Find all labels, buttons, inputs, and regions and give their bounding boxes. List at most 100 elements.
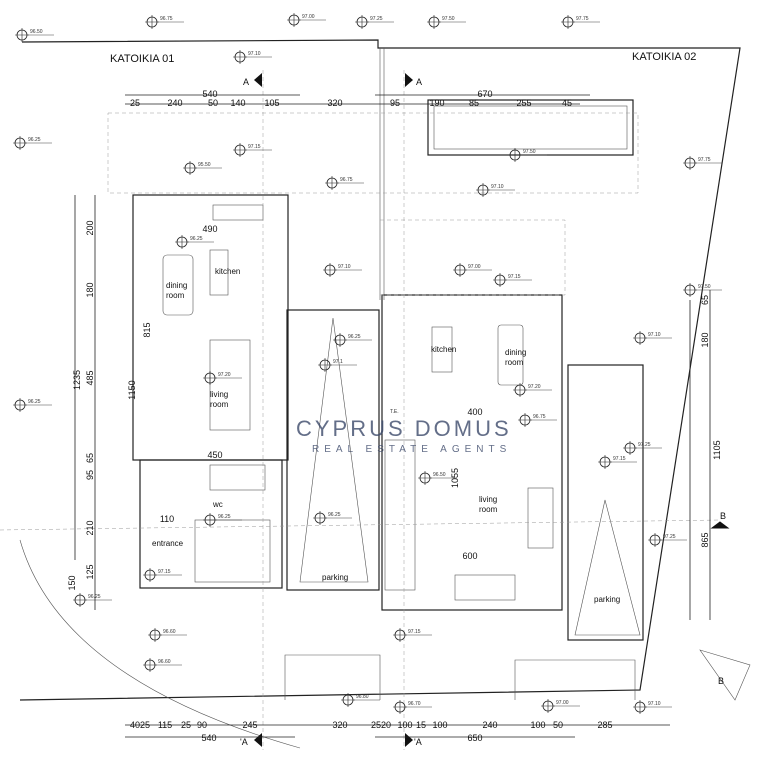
- elevation-value: 96.80: [356, 694, 369, 700]
- elevation-value: 97.10: [491, 184, 504, 190]
- parking-2-area: [567, 364, 644, 641]
- crosshair-icon: [323, 263, 337, 277]
- dimension-value: 95: [390, 98, 400, 108]
- crosshair-icon: [203, 513, 217, 527]
- elevation-marker: 97.15: [233, 143, 272, 157]
- dimension-value: 285: [597, 720, 612, 730]
- dimension-value: 485: [85, 370, 95, 385]
- section-arrow-icon: [710, 521, 730, 529]
- crosshair-icon: [287, 13, 301, 27]
- elevation-value: 97.50: [523, 149, 536, 155]
- elevation-marker: 97.50: [508, 148, 547, 162]
- elevation-value: 96.75: [160, 16, 173, 22]
- elevation-value: 96.25: [28, 137, 41, 143]
- elevation-marker: 95.50: [183, 161, 222, 175]
- crosshair-icon: [683, 156, 697, 170]
- section-label: 'A: [240, 737, 248, 747]
- crosshair-icon: [233, 50, 247, 64]
- watermark-tagline: REAL ESTATE AGENTS: [312, 444, 511, 455]
- crosshair-icon: [143, 658, 157, 672]
- crosshair-icon: [13, 398, 27, 412]
- crosshair-icon: [561, 15, 575, 29]
- dimension-value: 25: [130, 98, 140, 108]
- room-label: kitchen: [215, 267, 240, 276]
- dimension-value: 100: [397, 720, 412, 730]
- elevation-value: 96.75: [340, 177, 353, 183]
- dimension-value: 255: [516, 98, 531, 108]
- dimension-value: 4025: [130, 720, 150, 730]
- house1-ground-floor: [132, 194, 289, 461]
- crosshair-icon: [518, 413, 532, 427]
- elevation-marker: 96.50: [418, 471, 457, 485]
- elevation-value: 97.50: [698, 284, 711, 290]
- elevation-value: 97.75: [576, 16, 589, 22]
- elevation-marker: 97.75: [683, 156, 722, 170]
- room-label: wc: [212, 500, 223, 509]
- elevation-marker: 96.50: [15, 28, 54, 42]
- house1-entrance-block: [139, 459, 283, 589]
- dimension-value: 450: [207, 450, 222, 460]
- elevation-value: 97.25: [638, 442, 651, 448]
- watermark-logo: CYPRUS DOMUS: [296, 416, 512, 441]
- elevation-marker: 96.25: [203, 513, 242, 527]
- section-label: B: [720, 511, 726, 521]
- crosshair-icon: [427, 15, 441, 29]
- elevation-marker: 97.00: [453, 263, 492, 277]
- crosshair-icon: [325, 176, 339, 190]
- crosshair-icon: [313, 511, 327, 525]
- crosshair-icon: [175, 235, 189, 249]
- house2-terrace: [379, 219, 566, 296]
- dimension-value: 115: [158, 720, 172, 730]
- room-label: living: [479, 495, 497, 504]
- elevation-value: 97.25: [370, 16, 383, 22]
- dimension-value: 240: [167, 98, 182, 108]
- elevation-marker: 96.25: [313, 511, 352, 525]
- crosshair-icon: [453, 263, 467, 277]
- crosshair-icon: [15, 28, 29, 42]
- pool: [427, 99, 634, 156]
- elevation-marker: 97.10: [323, 263, 362, 277]
- parking-1-car-outline: [299, 317, 369, 583]
- elevation-value: 97.10: [338, 264, 351, 270]
- crosshair-icon: [598, 455, 612, 469]
- crosshair-icon: [73, 593, 87, 607]
- stairs-2: [384, 439, 416, 591]
- crosshair-icon: [203, 371, 217, 385]
- elevation-marker: 97.00: [541, 699, 580, 713]
- elevation-marker: 97.10: [233, 50, 272, 64]
- elevation-value: 97.00: [556, 700, 569, 706]
- elevation-value: 97.15: [408, 629, 421, 635]
- room-label: room: [210, 400, 229, 409]
- dimension-value: 100: [530, 720, 545, 730]
- crosshair-icon: [623, 441, 637, 455]
- armchairs-1: [209, 464, 266, 491]
- dimension-value: 180: [700, 332, 710, 347]
- elevation-value: 97.00: [468, 264, 481, 270]
- kitchen-counter-1: [212, 204, 264, 221]
- elevation-marker: 97.15: [393, 628, 432, 642]
- elevation-value: 97.25: [663, 534, 676, 540]
- elevation-value: 96.60: [163, 629, 176, 635]
- elevation-marker: 97.1: [318, 358, 357, 372]
- elevation-value: 97.1: [333, 359, 343, 365]
- elevation-value: 97.10: [648, 701, 661, 707]
- crosshair-icon: [493, 273, 507, 287]
- dimension-value: 140: [230, 98, 245, 108]
- room-label: entrance: [152, 539, 184, 548]
- dimension-value: 180: [85, 282, 95, 297]
- dimension-value: 90: [197, 720, 207, 730]
- elevation-marker: 96.60: [148, 628, 187, 642]
- section-arrow-icon: [254, 73, 262, 87]
- dimension-value: 65: [85, 453, 95, 463]
- dimension-value: 100: [432, 720, 447, 730]
- room-label: room: [479, 505, 498, 514]
- elevation-value: 97.15: [158, 569, 171, 575]
- elevation-marker: 96.60: [143, 658, 182, 672]
- crosshair-icon: [476, 183, 490, 197]
- crosshair-icon: [648, 533, 662, 547]
- room-label: room: [505, 358, 524, 367]
- elevation-marker: 97.10: [476, 183, 515, 197]
- dimension-value: 240: [482, 720, 497, 730]
- elevation-value: 97.20: [528, 384, 541, 390]
